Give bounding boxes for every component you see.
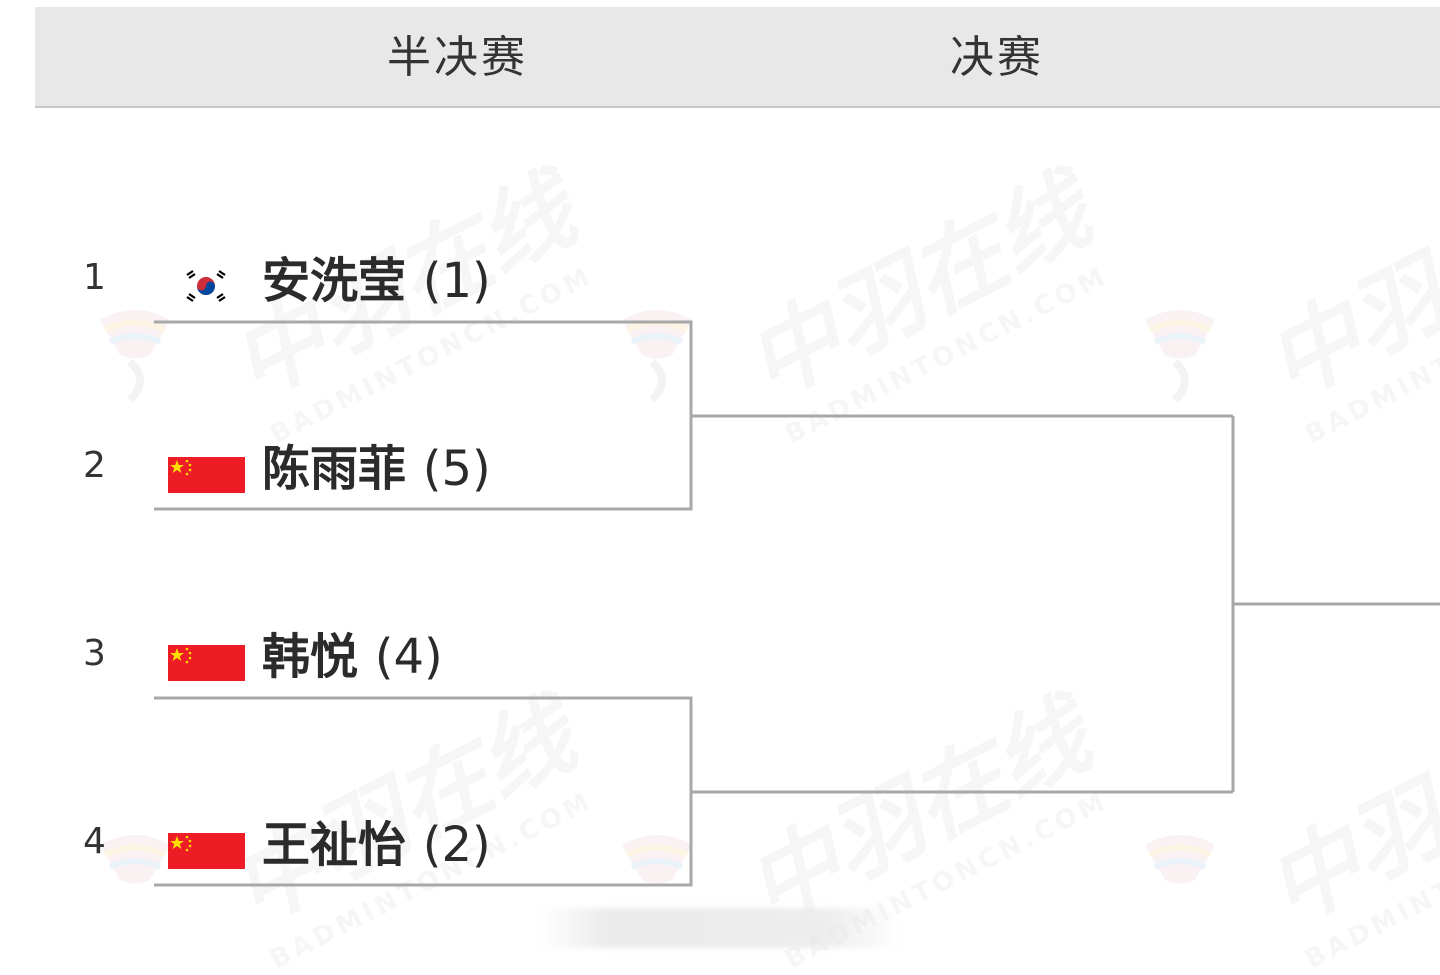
seed-number: 2: [83, 445, 106, 486]
final-title: 决赛: [950, 32, 1044, 83]
player-rank: (1): [422, 253, 491, 309]
player-name-text: 韩悦: [262, 629, 359, 685]
player-name: 陈雨菲 (5): [262, 442, 491, 496]
player-name: 安洗莹 (1): [262, 254, 491, 308]
player-rank: (2): [422, 817, 491, 873]
player-name-text: 陈雨菲: [262, 441, 407, 497]
round-header: 半决赛 决赛: [35, 7, 1440, 108]
player-name-text: 王祉怡: [262, 817, 407, 873]
player-name-text: 安洗莹: [262, 253, 407, 309]
seed-number: 4: [83, 821, 106, 862]
china-flag-icon: [168, 645, 245, 681]
semifinal-title: 半决赛: [387, 32, 528, 83]
seed-number: 1: [83, 257, 106, 298]
player-rank: (5): [422, 441, 491, 497]
china-flag-icon: [168, 833, 245, 869]
korea-flag-icon: [184, 268, 228, 304]
player-rank: (4): [374, 629, 443, 685]
player-name: 王祉怡 (2): [262, 818, 491, 872]
seed-number: 3: [83, 633, 106, 674]
player-name: 韩悦 (4): [262, 630, 443, 684]
blurred-caption: [540, 908, 900, 948]
china-flag-icon: [168, 457, 245, 493]
